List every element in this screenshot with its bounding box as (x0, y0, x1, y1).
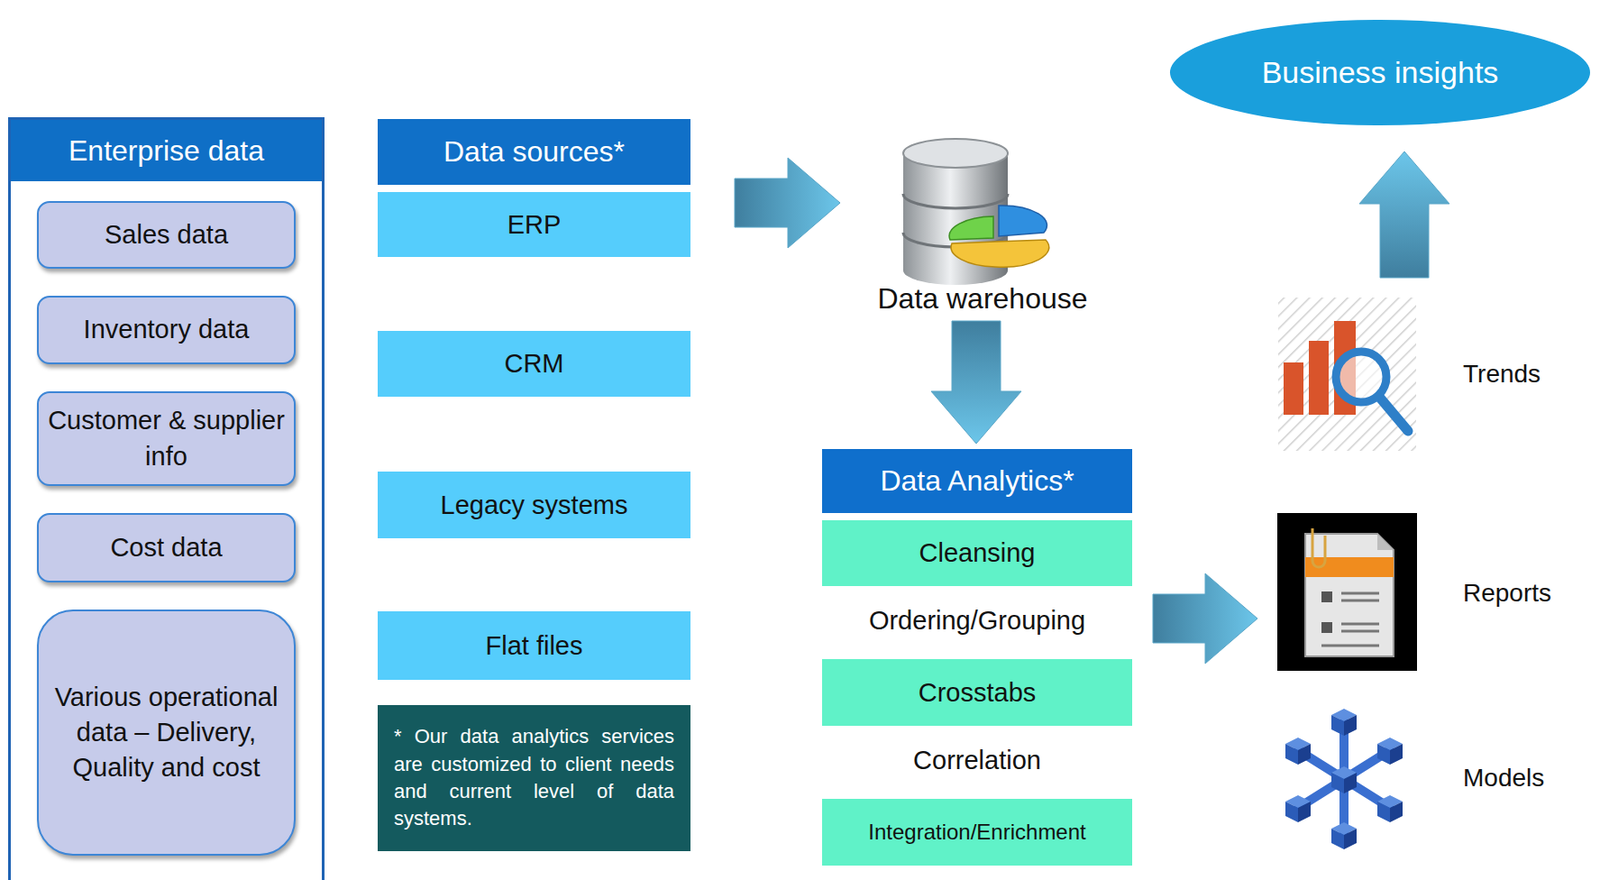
data-box: Cost data (36, 512, 296, 583)
database-icon (950, 239, 1050, 267)
trends-icon (1278, 297, 1417, 451)
analytics-panel: Data Analytics* CleansingCrosstabsIntegra… (822, 448, 1133, 866)
models-icon (1285, 708, 1403, 850)
ellipse-shape (1170, 19, 1591, 126)
models-icon (1331, 708, 1357, 736)
reports-icon (1341, 630, 1380, 633)
node-label: Cleansing (919, 538, 1036, 568)
reports-icon (1341, 592, 1380, 595)
node-label: ERP (507, 210, 562, 240)
panel-heading: Enterprise data (10, 119, 322, 182)
data-box: Inventory data (36, 295, 296, 365)
result-ellipse: Business insights (1168, 18, 1592, 128)
trends-icon (1278, 297, 1417, 451)
source-box: Flat files (377, 611, 691, 680)
node-label: Cost data (109, 530, 222, 566)
reports-icon (1341, 599, 1380, 603)
node-label: Various operational data – Delivery, Qua… (47, 679, 285, 786)
node-label: Reports (1462, 578, 1552, 608)
database-icon (903, 138, 1008, 168)
reports-icon (1277, 512, 1418, 671)
source-box: Legacy systems (377, 471, 691, 539)
node-label: Inventory data (83, 311, 250, 348)
source-box: ERP (377, 192, 691, 257)
reports-icon (1377, 533, 1394, 550)
group-panel: Enterprise dataSales dataInventory dataC… (8, 117, 325, 880)
reports-icon (1321, 591, 1333, 603)
block-arrow (734, 157, 841, 248)
node-label: Data sources* (443, 135, 625, 169)
header-box: Data sources* (377, 118, 691, 185)
data-box: Customer & supplier info (36, 391, 296, 486)
models-icon (1298, 749, 1390, 808)
note-box: * Our data analytics services are custom… (377, 704, 691, 851)
node-label: Flat files (485, 630, 584, 661)
node-label: Trends (1462, 359, 1541, 389)
models-icon (1377, 795, 1403, 823)
trends-icon (1335, 351, 1387, 403)
node-label: Crosstabs (918, 677, 1037, 708)
database-icon (949, 216, 994, 240)
reports-icon (1341, 622, 1380, 626)
node-label: * Our data analytics services are custom… (393, 722, 675, 832)
node-label: Legacy systems (440, 490, 629, 521)
reports-icon (1277, 512, 1418, 671)
models-icon (1285, 795, 1311, 823)
block-arrow (1152, 573, 1258, 664)
output-node: Reports (1270, 509, 1582, 677)
node-label: Sales data (104, 217, 229, 253)
models-icon (1377, 737, 1403, 765)
node-label: Business insights (1261, 54, 1500, 91)
step-box: Integration/Enrichment (822, 798, 1133, 866)
trends-icon (1308, 340, 1329, 415)
database-icon (903, 138, 1050, 285)
warehouse-node: Data warehouse (856, 126, 1109, 318)
reports-icon (1312, 528, 1326, 567)
trends-icon (1283, 362, 1304, 415)
reports-icon (1305, 533, 1394, 657)
panel-heading: Data Analytics* (822, 448, 1133, 513)
reports-icon (1321, 621, 1333, 633)
step-box: Crosstabs (822, 658, 1133, 726)
node-label: CRM (503, 348, 564, 379)
data-box: Various operational data – Delivery, Qua… (36, 609, 296, 856)
trends-icon (1379, 396, 1408, 431)
models-icon (1298, 749, 1390, 808)
node-label: Models (1462, 763, 1545, 793)
node-label: Customer & supplier info (47, 402, 285, 474)
node-label: Integration/Enrichment (868, 819, 1086, 845)
step-box: Cleansing (822, 520, 1133, 586)
step-label: Correlation (822, 734, 1133, 786)
output-node: Models (1270, 707, 1582, 848)
models-icon (1331, 822, 1357, 850)
reports-icon (1321, 644, 1380, 648)
output-node: Trends (1270, 290, 1582, 458)
database-icon (998, 205, 1047, 237)
block-arrow (931, 320, 1022, 444)
models-icon (1298, 721, 1390, 835)
database-icon (903, 193, 1008, 209)
data-box: Sales data (36, 201, 296, 269)
models-icon (1331, 766, 1357, 794)
node-label: Data warehouse (877, 282, 1088, 316)
step-label: Ordering/Grouping (822, 594, 1133, 646)
block-arrow (1359, 151, 1450, 278)
models-icon (1285, 737, 1311, 765)
source-box: CRM (377, 330, 691, 397)
